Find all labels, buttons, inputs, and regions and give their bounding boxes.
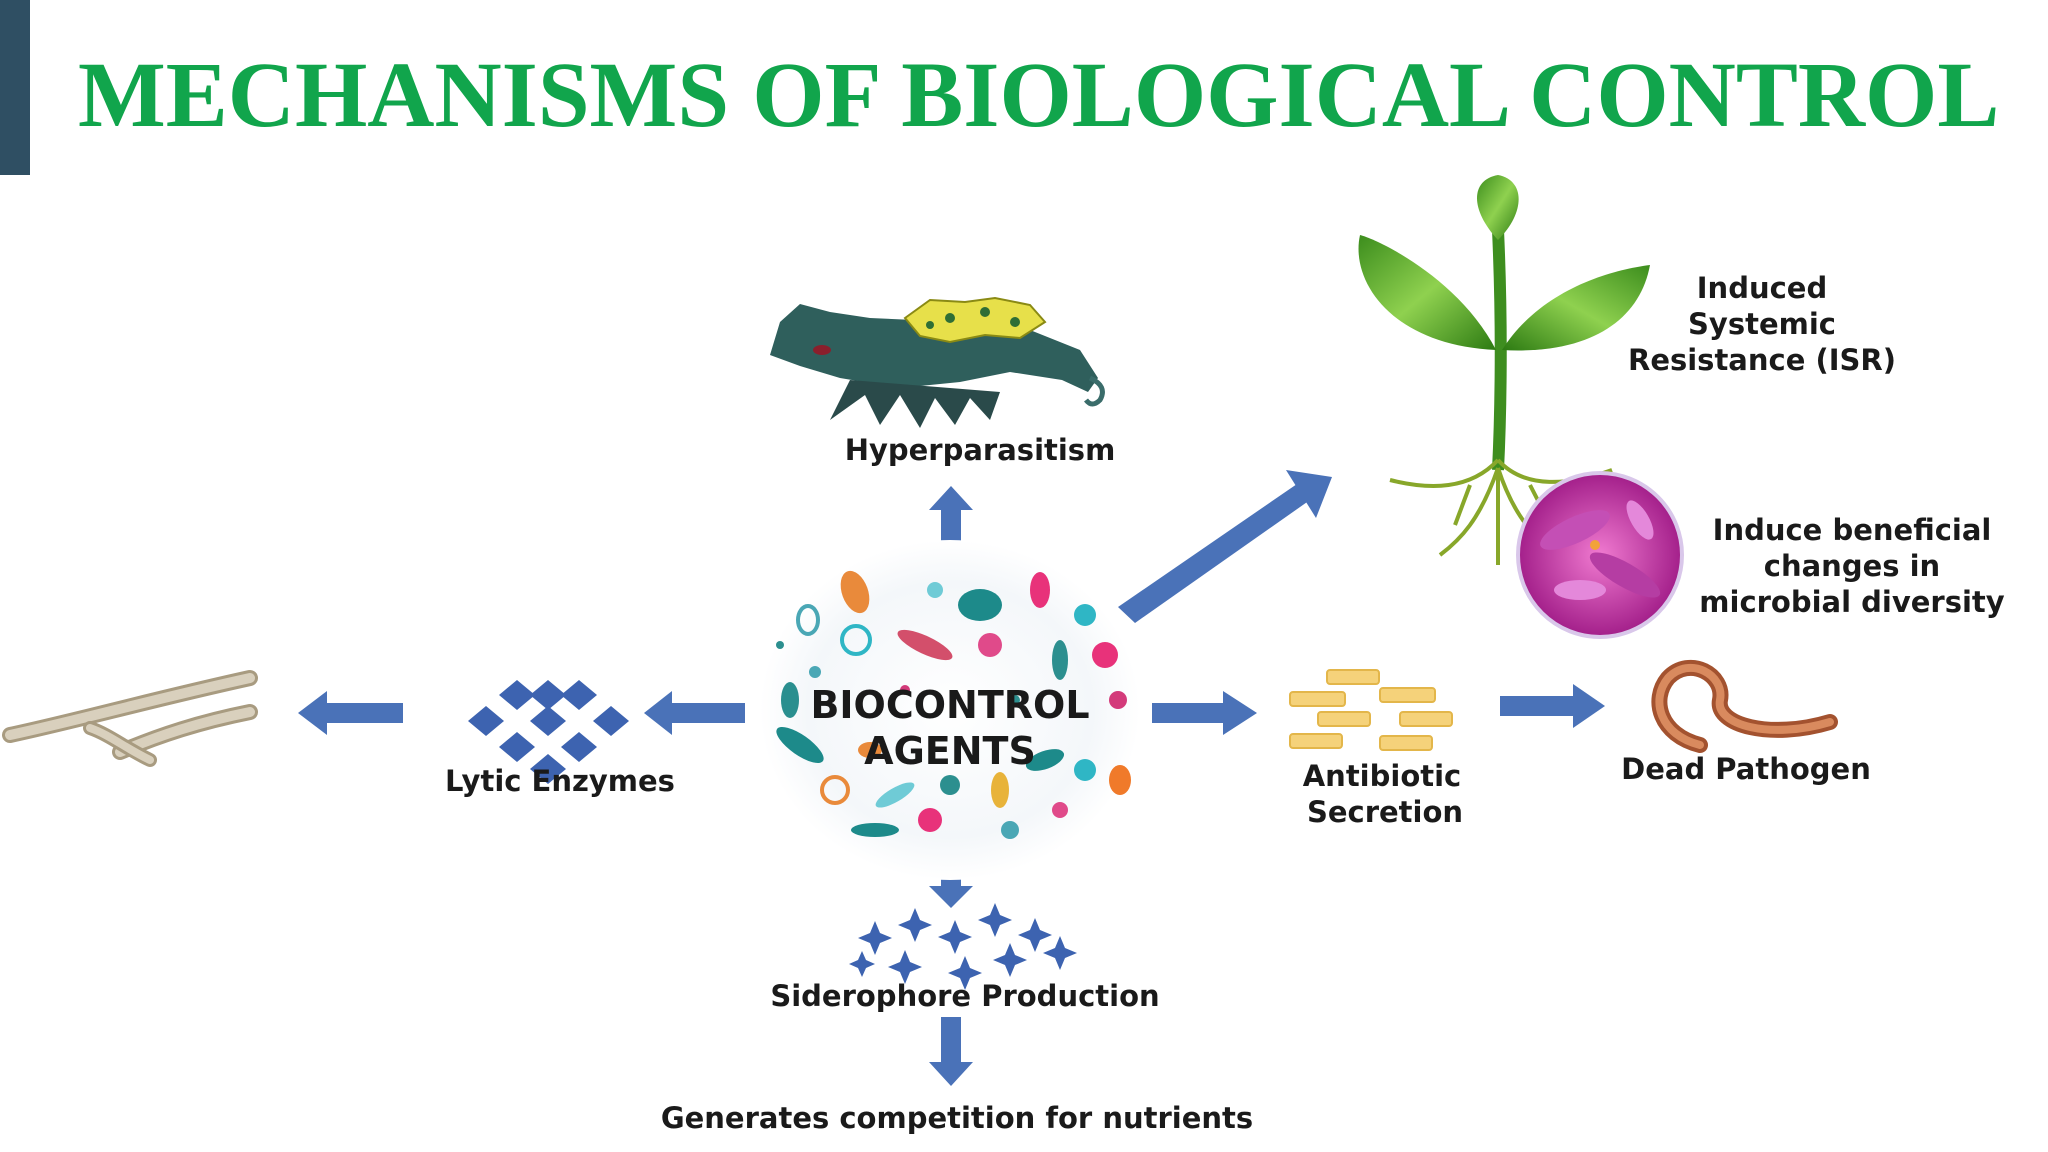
arrow-left-lytic [644,691,745,735]
fungal-hyphae-illustration [2,670,258,767]
arrow-left-hyphae [298,691,403,735]
antibiotic-label-line1: Antibiotic [1303,759,1462,793]
arrow-down-competition [929,1017,973,1086]
arrow-right-dead [1500,684,1605,728]
isr-label-line3: Resistance (ISR) [1628,343,1896,377]
dead-pathogen-label: Dead Pathogen [1621,752,1871,786]
antibiotic-illustration [1289,669,1453,751]
siderophore-illustration [849,903,1077,990]
center-label-line1: BIOCONTROL [810,683,1089,727]
plant-illustration [1358,175,1650,565]
isr-label-line1: Induced [1697,271,1827,305]
antibiotic-label-line2: Secretion [1307,795,1463,829]
biocontrol-agents-illustration [760,540,1140,880]
arrow-diagonal-isr [1118,470,1332,623]
microbial-label-line1: Induce beneficial [1713,513,1992,547]
slide-accent-bar [0,0,30,175]
center-label-line2: AGENTS [864,729,1036,773]
lytic-enzymes-illustration [468,680,629,784]
microbial-diversity-illustration [1516,471,1684,639]
siderophore-label: Siderophore Production [770,979,1159,1013]
lytic-enzymes-label: Lytic Enzymes [445,764,675,798]
microbial-label-line3: microbial diversity [1699,585,2005,619]
dead-pathogen-illustration [1651,659,1838,753]
hyperparasitism-label: Hyperparasitism [845,433,1116,467]
slide-title: MECHANISMS OF BIOLOGICAL CONTROL [78,44,2000,147]
isr-label-line2: Systemic [1688,307,1836,341]
hyperparasitism-illustration [770,296,1105,428]
competition-label: Generates competition for nutrients [661,1101,1253,1135]
arrow-right-antibiotic [1152,691,1257,735]
microbial-label-line2: changes in [1764,549,1940,583]
